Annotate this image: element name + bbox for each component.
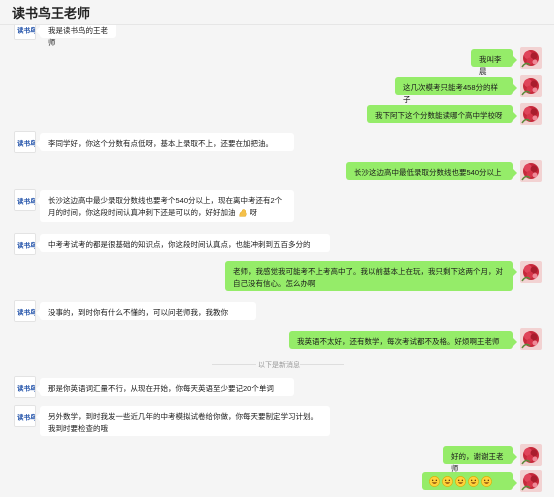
chat-title: 读书鸟王老师 [12, 6, 91, 21]
red-flower-icon [520, 470, 542, 492]
divider-line [300, 364, 344, 365]
avatar[interactable] [520, 75, 542, 97]
divider-line [212, 364, 256, 365]
avatar[interactable] [520, 103, 542, 125]
red-flower-icon [520, 328, 542, 350]
red-flower-icon [520, 103, 542, 125]
message-text: 好的，谢谢王老师 [451, 452, 504, 473]
new-messages-divider: 以下是新消息 [0, 360, 554, 370]
message-bubble[interactable]: 好的，谢谢王老师 [443, 446, 517, 473]
message-bubble[interactable]: 老师，我感觉我可能考不上考高中了。我以前基本上在玩，我只剩下这两个月，对自己没有… [225, 261, 517, 291]
divider-label: 以下是新消息 [258, 362, 300, 369]
red-flower-icon [520, 75, 542, 97]
red-flower-icon [520, 261, 542, 283]
red-flower-icon [520, 160, 542, 182]
message-bubble[interactable]: 另外数学，到时我发一些近几年的中考模拟试卷给你做，你每天要制定学习计划。我到时要… [36, 406, 330, 436]
red-flower-icon [520, 444, 542, 466]
message-bubble[interactable]: 长沙这边高中最低录取分数线也要540分以上 [346, 162, 517, 180]
message-text: 长沙这边高中最低录取分数线也要540分以上 [354, 168, 502, 177]
message-bubble[interactable]: 李同学好，你这个分数有点低呀，基本上录取不上，还要在加把油。 [36, 133, 294, 151]
avatar[interactable] [14, 300, 36, 322]
avatar[interactable] [14, 189, 36, 211]
message-text: 我叫李晨 [479, 55, 502, 76]
message-text: 我下阿下这个分数能读哪个高中学校呀 [375, 111, 503, 120]
message-text: 李同学好，你这个分数有点低呀，基本上录取不上，还要在加把油。 [48, 139, 273, 148]
grin-emoji-icon [429, 476, 440, 487]
message-bubble[interactable]: 我叫李晨 [471, 49, 517, 76]
message-text: 那是你英语词汇量不行，从现在开始，你每天英语至少要记20个单词 [48, 384, 274, 393]
grin-emoji-icon [455, 476, 466, 487]
avatar[interactable] [14, 131, 36, 153]
message-text: 这几次模考只能考458分的样子 [403, 83, 499, 104]
emoji-message-bubble[interactable] [422, 472, 517, 490]
message-bubble[interactable]: 没事的，到时你有什么不懂的，可以问老师我，我教你 [36, 302, 256, 320]
avatar[interactable] [520, 444, 542, 466]
message-text: 另外数学，到时我发一些近几年的中考模拟试卷给你做，你每天要制定学习计划。我到时要… [48, 412, 318, 433]
message-text: 呀 [249, 208, 258, 217]
grin-emoji-icon [481, 476, 492, 487]
dushuniao-logo-icon [15, 132, 36, 153]
avatar[interactable] [520, 261, 542, 283]
message-bubble[interactable]: 我英语不太好，还有数学，每次考试都不及格。好烦啊王老师 [289, 331, 517, 349]
message-text: 中考考试考的都是很基础的知识点，你这段时间认真点，也能冲刺到五百多分的 [48, 240, 311, 249]
avatar[interactable] [14, 405, 36, 427]
message-text: 我英语不太好，还有数学，每次考试都不及格。好烦啊王老师 [297, 337, 500, 346]
message-bubble[interactable]: 这几次模考只能考458分的样子 [395, 77, 517, 104]
message-bubble[interactable]: 我下阿下这个分数能读哪个高中学校呀 [367, 105, 517, 123]
grin-emoji-icon [468, 476, 479, 487]
chat-header: 读书鸟王老师 [0, 0, 554, 25]
message-text: 老师，我感觉我可能考不上考高中了。我以前基本上在玩，我只剩下这两个月，对自己没有… [233, 267, 503, 288]
message-text: 我是读书鸟的王老师 [48, 26, 108, 47]
flexed-biceps-icon [238, 208, 248, 218]
avatar[interactable] [520, 160, 542, 182]
emoji-row [429, 475, 494, 487]
avatar[interactable] [14, 233, 36, 255]
avatar[interactable] [520, 470, 542, 492]
message-bubble[interactable]: 中考考试考的都是很基础的知识点，你这段时间认真点，也能冲刺到五百多分的 [36, 234, 330, 252]
avatar[interactable] [14, 376, 36, 398]
avatar[interactable] [520, 328, 542, 350]
dushuniao-logo-icon [15, 190, 36, 211]
dushuniao-logo-icon [15, 301, 36, 322]
red-flower-icon [520, 47, 542, 69]
message-bubble[interactable]: 那是你英语词汇量不行，从现在开始，你每天英语至少要记20个单词 [36, 378, 294, 396]
message-text: 没事的，到时你有什么不懂的，可以问老师我，我教你 [48, 308, 228, 317]
message-bubble[interactable]: 长沙这边高中最少录取分数线也要考个540分以上，现在离中考还有2个月的时间，你这… [36, 190, 294, 222]
dushuniao-logo-icon [15, 377, 36, 398]
avatar[interactable] [520, 47, 542, 69]
grin-emoji-icon [442, 476, 453, 487]
dushuniao-logo-icon [15, 234, 36, 255]
message-text: 长沙这边高中最少录取分数线也要考个540分以上，现在离中考还有2个月的时间，你这… [48, 196, 283, 217]
dushuniao-logo-icon [15, 406, 36, 427]
